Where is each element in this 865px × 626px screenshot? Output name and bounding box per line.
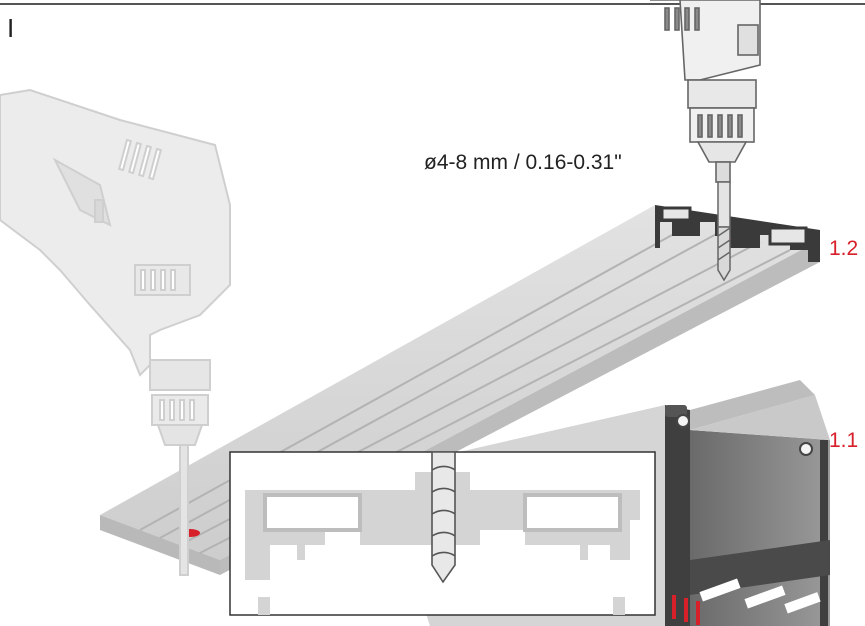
power-drill-icon-top [650, 0, 761, 183]
top-rule [0, 3, 865, 5]
drill-diameter-spec: ø4-8 mm / 0.16-0.31" [424, 151, 622, 174]
step-label: I [7, 13, 15, 43]
twist-drill-bit-icon-top [717, 181, 731, 282]
profile-label-1-1: 1.1 [829, 429, 859, 452]
detail-inset [229, 451, 656, 616]
power-drill-icon-left [0, 88, 231, 576]
twist-drill-bit-icon-inset [431, 451, 456, 584]
profile-label-1-2: 1.2 [829, 237, 859, 260]
